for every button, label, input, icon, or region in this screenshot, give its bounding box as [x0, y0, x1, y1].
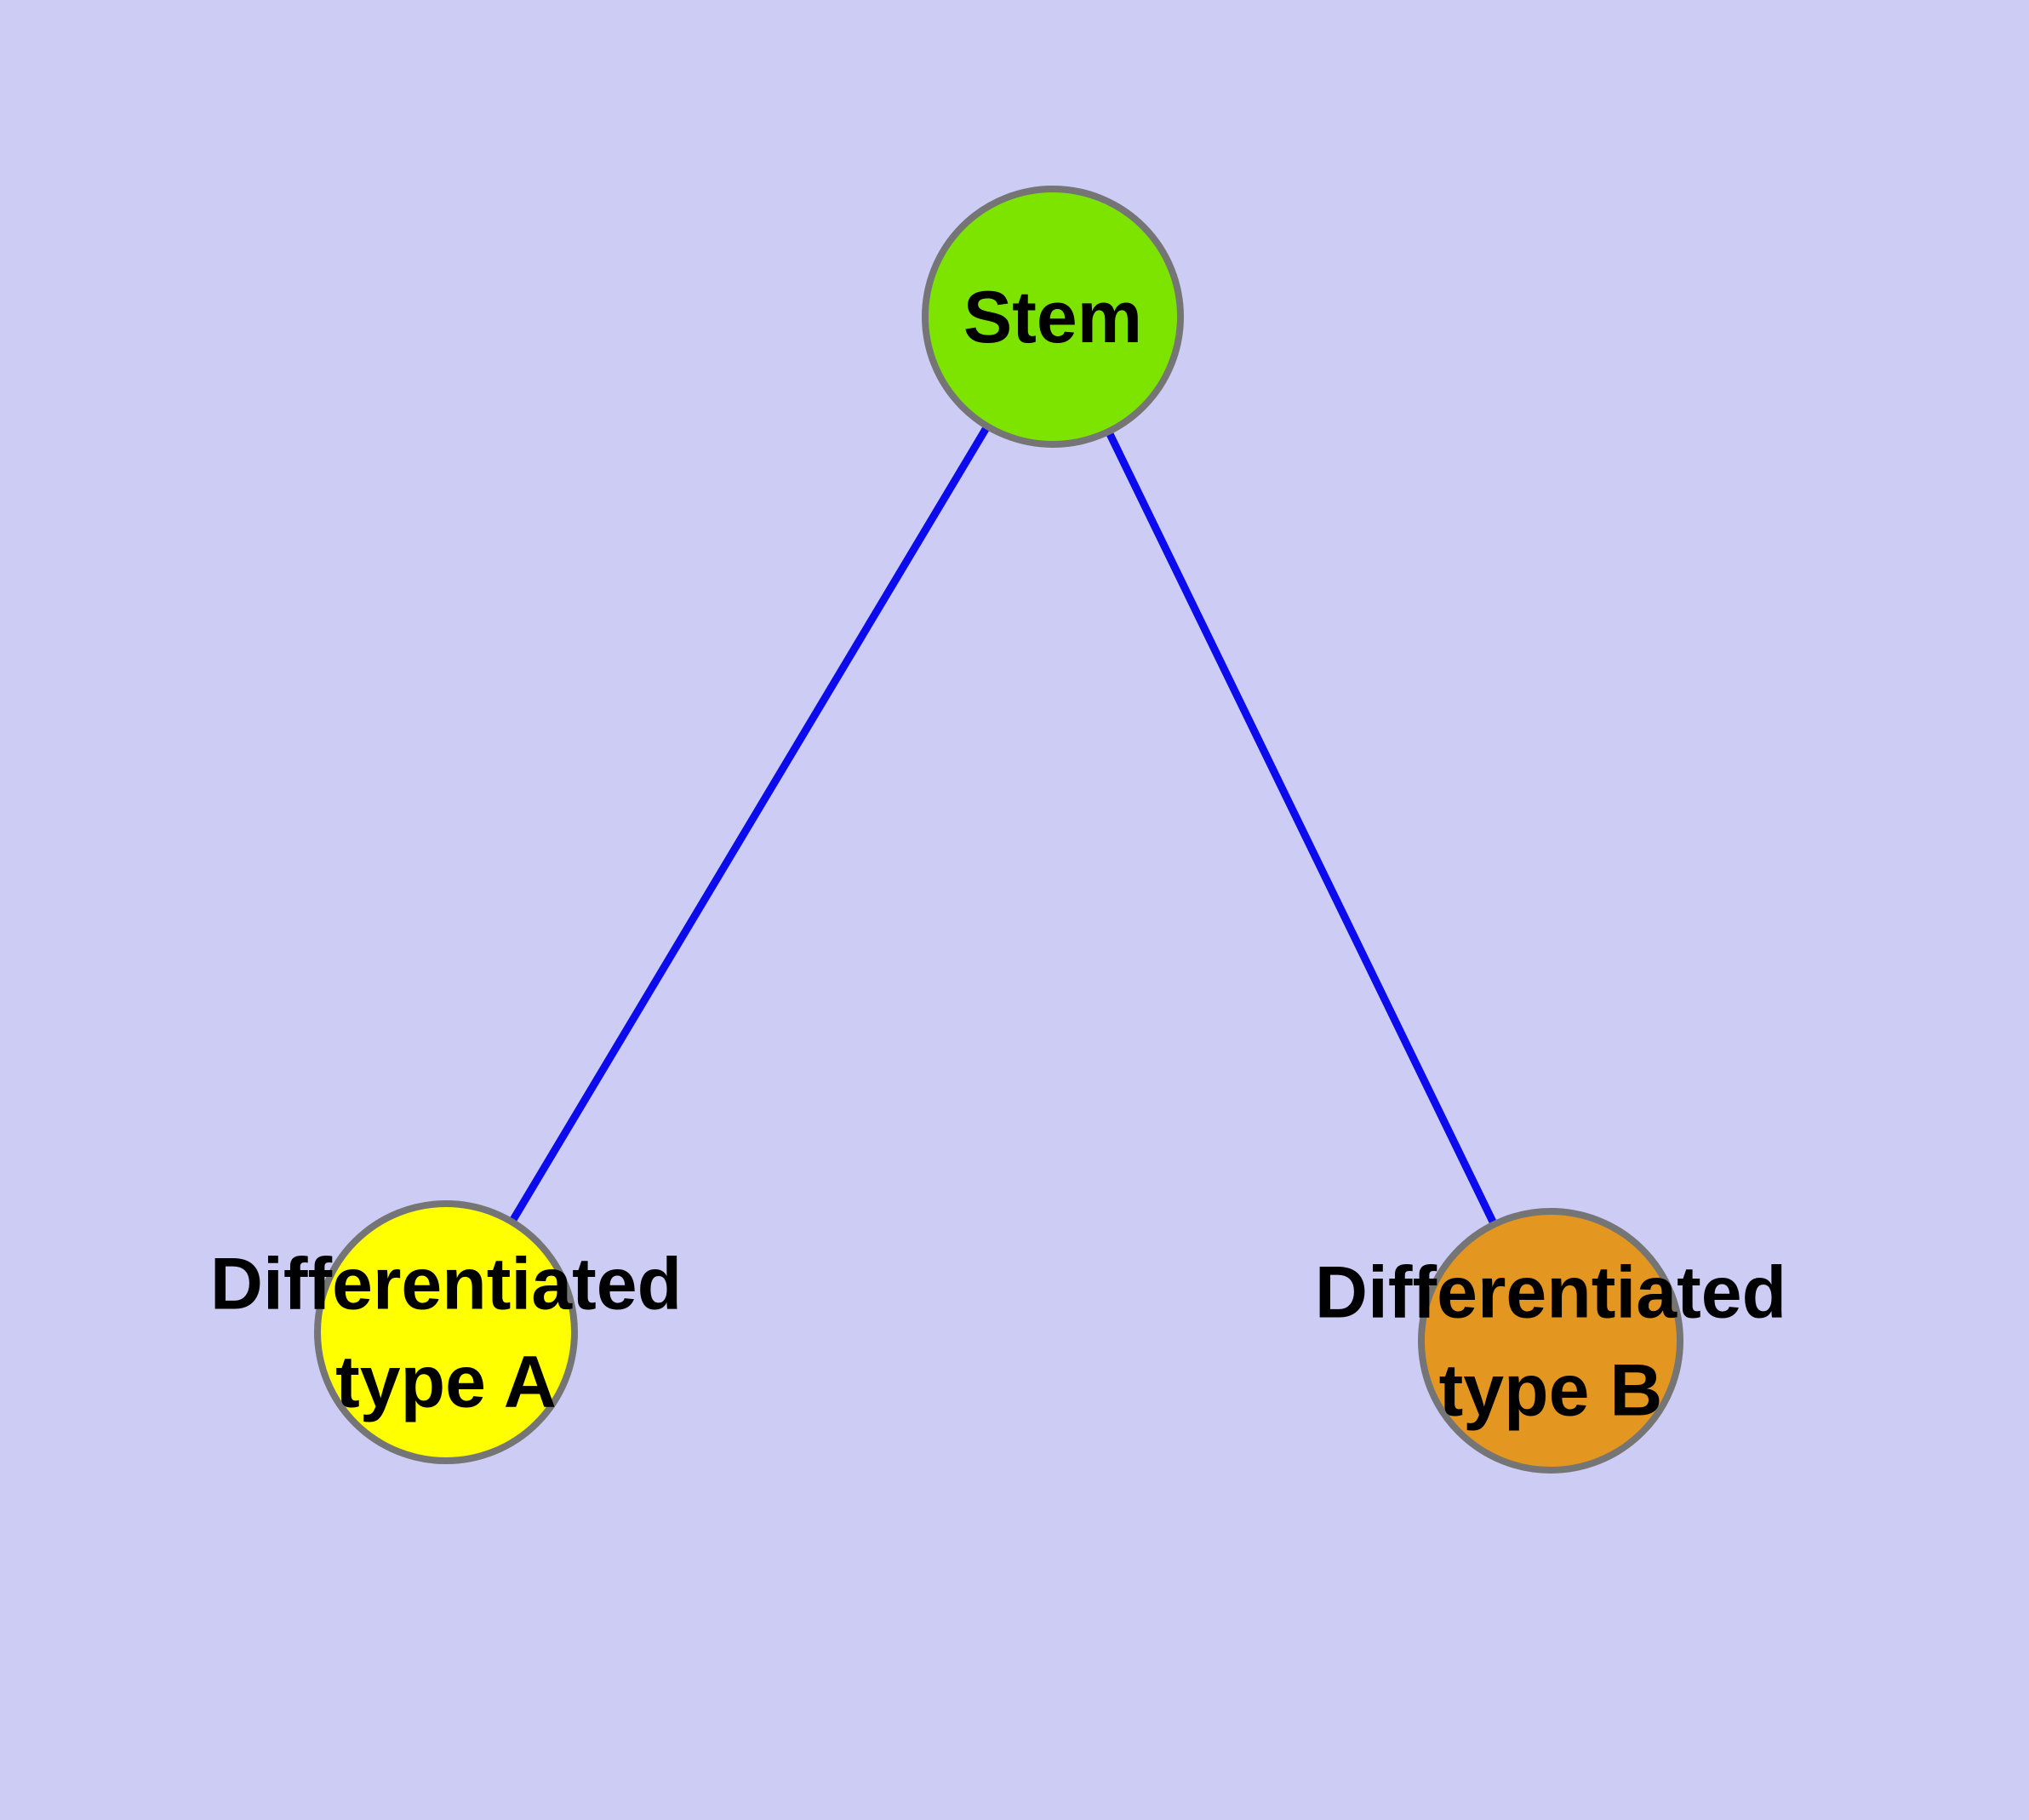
nodes-layer	[314, 186, 1683, 1474]
node-differentiated-type-a	[314, 1200, 578, 1464]
node-label-differentiated-type-b: Differentiated type B	[1315, 1252, 1786, 1432]
node-label-line: Stem	[963, 277, 1142, 358]
node-stem	[922, 186, 1184, 448]
node-label-line: type A	[335, 1342, 557, 1423]
node-label-line: type B	[1439, 1350, 1663, 1432]
node-differentiated-type-b	[1418, 1208, 1683, 1474]
edge-stem-to-differentiated-type-b	[1049, 315, 1555, 1342]
node-label-line: Differentiated	[210, 1244, 682, 1325]
edges-layer	[443, 314, 1555, 1342]
node-label-stem: Stem	[963, 277, 1142, 358]
edge-stem-to-differentiated-type-a	[443, 314, 1056, 1335]
node-label-differentiated-type-a: Differentiated type A	[210, 1244, 682, 1423]
node-label-line: Differentiated	[1315, 1252, 1786, 1334]
